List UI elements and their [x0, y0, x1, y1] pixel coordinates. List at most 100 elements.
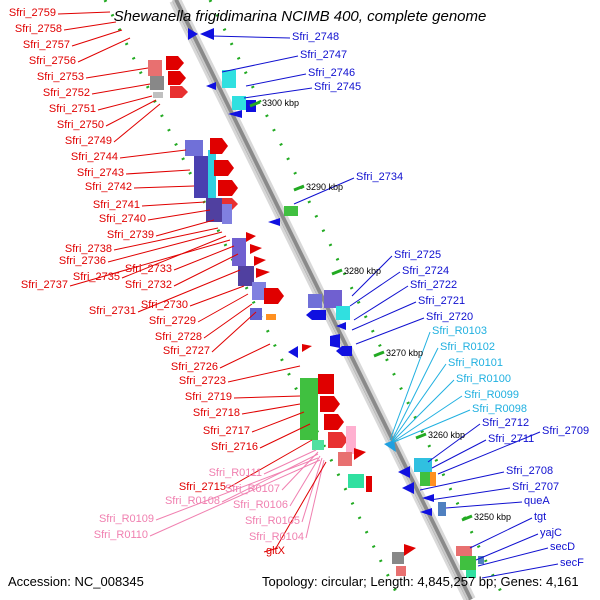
scale-tick [331, 268, 343, 276]
gene-label-left-rna: Sfri_R0107 [224, 483, 280, 495]
gene-block [232, 96, 246, 110]
gene-arrow [188, 28, 198, 40]
gene-arrow [302, 344, 312, 352]
accession-text: Accession: NC_008345 [8, 574, 144, 589]
gene-block [396, 566, 406, 576]
gene-arrow [328, 432, 348, 448]
gene-block [232, 238, 246, 266]
gene-label-right: Sfri_2745 [314, 81, 362, 93]
leader-line [392, 395, 463, 443]
gene-label-left: Sfri_2739 [106, 229, 154, 241]
gene-label-right: secF [560, 557, 584, 569]
gene-label-right: Sfri_2721 [418, 295, 466, 307]
gene-label-gltX: gltX [266, 545, 285, 557]
gene-label-right: Sfri_2707 [512, 481, 560, 493]
gene-arrow [214, 160, 234, 176]
leader-line [113, 103, 161, 143]
gene-block [312, 440, 324, 450]
leader-line [155, 457, 319, 521]
gene-label-left: Sfri_2738 [64, 243, 112, 255]
scale-tick [249, 100, 261, 108]
leader-line [221, 453, 319, 503]
leader-line [121, 235, 227, 279]
gene-label-left: Sfri_2732 [124, 279, 172, 291]
gene-label-right: Sfri_2709 [542, 425, 590, 437]
leader-line [301, 457, 323, 523]
gene-block [338, 452, 352, 466]
gene-arrow [264, 288, 284, 304]
gene-label-left-rna: Sfri_R0104 [248, 531, 304, 543]
scale-mark-label: 3280 kbp [344, 266, 382, 276]
leader-line [105, 99, 157, 127]
leader-line [351, 301, 417, 331]
leader-line [227, 439, 313, 489]
gene-label-right-rna: Sfri_R0101 [448, 357, 504, 369]
gene-block [308, 294, 322, 308]
leader-line [211, 35, 291, 39]
gene-arrow [206, 82, 216, 90]
gene-arrow [166, 56, 184, 70]
gene-block [430, 472, 436, 486]
gene-label-right: Sfri_2722 [410, 279, 458, 291]
gene-label-right: queA [524, 495, 550, 507]
leader-line [77, 37, 131, 63]
gene-label-right-rna: Sfri_R0098 [472, 403, 528, 415]
gene-arrow [168, 71, 186, 85]
leader-line [263, 547, 279, 553]
gene-block [438, 502, 446, 516]
gene-label-left: Sfri_2728 [154, 331, 202, 343]
gene-arrow [404, 544, 416, 556]
gene-block [150, 76, 164, 90]
leader-line [392, 379, 455, 442]
leader-line [437, 431, 541, 475]
leader-line [469, 517, 533, 549]
gene-arrow [330, 334, 340, 348]
gene-label-right: Sfri_2724 [402, 265, 450, 277]
topology-text: Topology: circular; Length: 4,845,257 bp… [262, 574, 579, 589]
leader-line [149, 459, 321, 537]
leader-line [233, 395, 301, 399]
gene-label-left-rna: Sfri_R0106 [232, 499, 288, 511]
leader-line [481, 563, 559, 579]
scale-mark-label: 3250 kbp [474, 512, 512, 522]
leader-line [259, 423, 311, 449]
leader-line [349, 271, 401, 307]
gene-block [300, 378, 318, 440]
scale-mark-label: 3270 kbp [386, 348, 424, 358]
leader-line [251, 411, 305, 433]
leader-line [289, 455, 321, 507]
gene-label-right: tgt [534, 511, 547, 523]
gene-arrow [246, 232, 256, 242]
gene-block [208, 150, 216, 200]
gene-block [466, 570, 476, 578]
leader-line [189, 285, 245, 307]
scale-mark-label: 3260 kbp [428, 430, 466, 440]
gene-arrow [288, 346, 298, 358]
gene-label-left: Sfri_2759 [8, 7, 56, 19]
gene-label-right-rna: Sfri_R0100 [456, 373, 512, 385]
gene-block [250, 308, 262, 320]
gene-label-left: Sfri_2756 [28, 55, 76, 67]
leader-line [275, 461, 327, 549]
gene-label-left: Sfri_2729 [148, 315, 196, 327]
leader-line [445, 501, 523, 509]
gene-arrow [210, 138, 228, 154]
leader-line [97, 95, 153, 111]
leader-line [243, 87, 313, 99]
leader-line [173, 253, 239, 287]
gene-block [348, 474, 364, 488]
leader-line [141, 201, 206, 207]
gene-arrow [254, 256, 266, 266]
gene-arrow [398, 466, 410, 478]
gene-arrow [218, 180, 238, 196]
gene-label-right: Sfri_2712 [482, 417, 530, 429]
leader-line [391, 347, 439, 441]
gene-block [284, 206, 298, 216]
gene-label-right: Sfri_2725 [394, 249, 442, 261]
gene-label-left-rna: Sfri_R0105 [244, 515, 300, 527]
leader-line [355, 317, 425, 345]
leader-line [107, 231, 223, 263]
gene-label-left: Sfri_2727 [162, 345, 210, 357]
leader-line [147, 209, 211, 221]
gene-label-left: Sfri_2737 [20, 279, 68, 291]
